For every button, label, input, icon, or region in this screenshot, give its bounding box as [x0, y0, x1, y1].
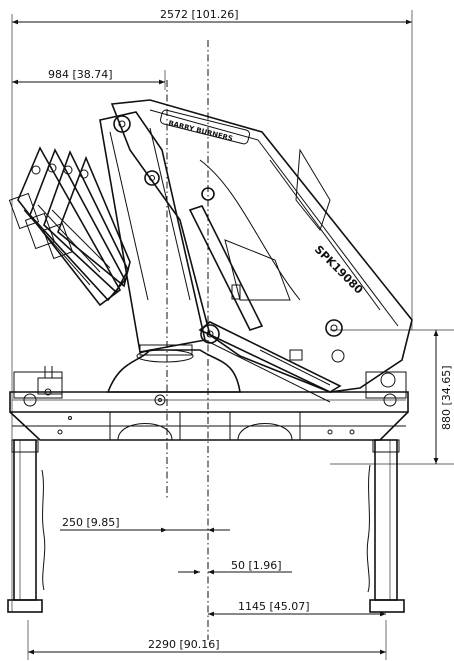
- dimension-lines: [11, 10, 454, 660]
- dim-center-offset: 50 [1.96]: [231, 559, 282, 572]
- support-legs: [7, 439, 405, 613]
- hydraulic-cylinders: [188, 205, 342, 403]
- control-station: [37, 366, 63, 396]
- dimension-labels: 2572 [101.26] 984 [38.74] 880 [34.65] 25…: [48, 8, 453, 651]
- dim-foot-offset: 250 [9.85]: [62, 516, 120, 529]
- dim-overall-width: 2572 [101.26]: [160, 8, 239, 21]
- base-frame: [9, 371, 409, 441]
- dim-leg-span: 2290 [90.16]: [148, 638, 220, 651]
- main-boom: [110, 99, 413, 393]
- crane-column: [99, 111, 206, 353]
- extension-booms: [8, 146, 131, 307]
- branding: BARRY BURNERS SPK19080: [159, 109, 366, 297]
- boom-brand-label: BARRY BURNERS: [168, 119, 234, 143]
- dim-height: 880 [34.65]: [440, 365, 453, 430]
- dim-rear-offset: 1145 [45.07]: [238, 600, 310, 613]
- slewing-base: [106, 344, 241, 406]
- dim-reach-offset: 984 [38.74]: [48, 68, 113, 81]
